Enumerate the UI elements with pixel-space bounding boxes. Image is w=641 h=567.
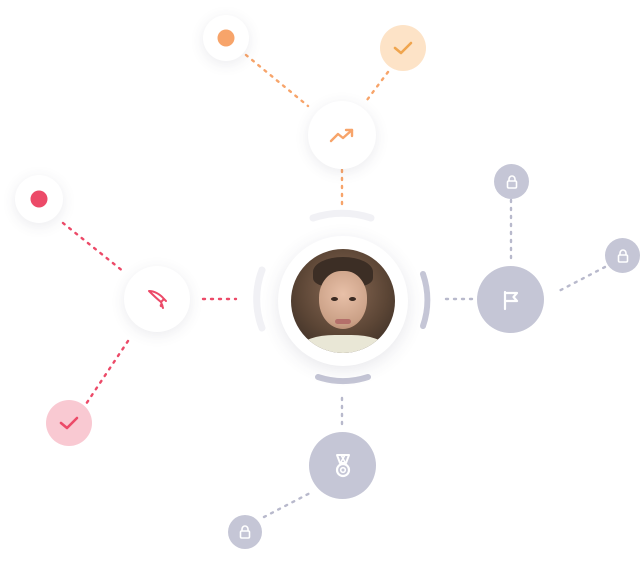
check-icon bbox=[59, 416, 79, 430]
pink-check-badge[interactable] bbox=[46, 400, 92, 446]
link-trending-to-check bbox=[362, 70, 390, 106]
link-rocket-to-dot bbox=[61, 221, 126, 274]
orange-dot-badge[interactable] bbox=[203, 15, 249, 61]
flag-node[interactable] bbox=[477, 266, 544, 333]
pink-dot-badge[interactable] bbox=[15, 175, 63, 223]
link-medal-to-lock bbox=[262, 490, 314, 519]
ring-top-arc bbox=[309, 209, 375, 222]
dot-icon bbox=[217, 29, 235, 47]
rocket-node[interactable] bbox=[124, 266, 190, 332]
check-icon bbox=[393, 41, 413, 55]
medal-node[interactable] bbox=[309, 432, 376, 499]
dot-icon bbox=[30, 190, 48, 208]
ring-bottom-arc bbox=[315, 374, 371, 384]
avatar-mouth bbox=[335, 319, 351, 324]
flag-icon bbox=[503, 290, 518, 310]
avatar-shirt bbox=[301, 335, 385, 353]
medal-lock-badge[interactable] bbox=[228, 515, 262, 549]
avatar-left-eye bbox=[331, 297, 338, 301]
lock-icon bbox=[617, 248, 628, 263]
ring-left-arc bbox=[253, 266, 266, 332]
medal-icon bbox=[335, 453, 350, 477]
link-rocket-to-check bbox=[84, 339, 130, 406]
avatar-right-eye bbox=[349, 297, 356, 301]
orange-check-badge[interactable] bbox=[380, 25, 426, 71]
ring-right-arc bbox=[420, 271, 431, 329]
link-trending-to-dot bbox=[244, 53, 310, 108]
trending-up-icon bbox=[329, 128, 354, 143]
rocket-icon bbox=[148, 290, 167, 309]
flag-right-lock-badge[interactable] bbox=[605, 238, 640, 273]
flag-top-lock-badge[interactable] bbox=[494, 164, 529, 199]
lock-icon bbox=[506, 174, 517, 189]
link-flag-to-right-lock bbox=[555, 265, 607, 294]
trending-node[interactable] bbox=[308, 101, 376, 169]
avatar bbox=[291, 249, 395, 353]
lock-icon bbox=[239, 525, 251, 539]
avatar-frame[interactable] bbox=[278, 236, 408, 366]
